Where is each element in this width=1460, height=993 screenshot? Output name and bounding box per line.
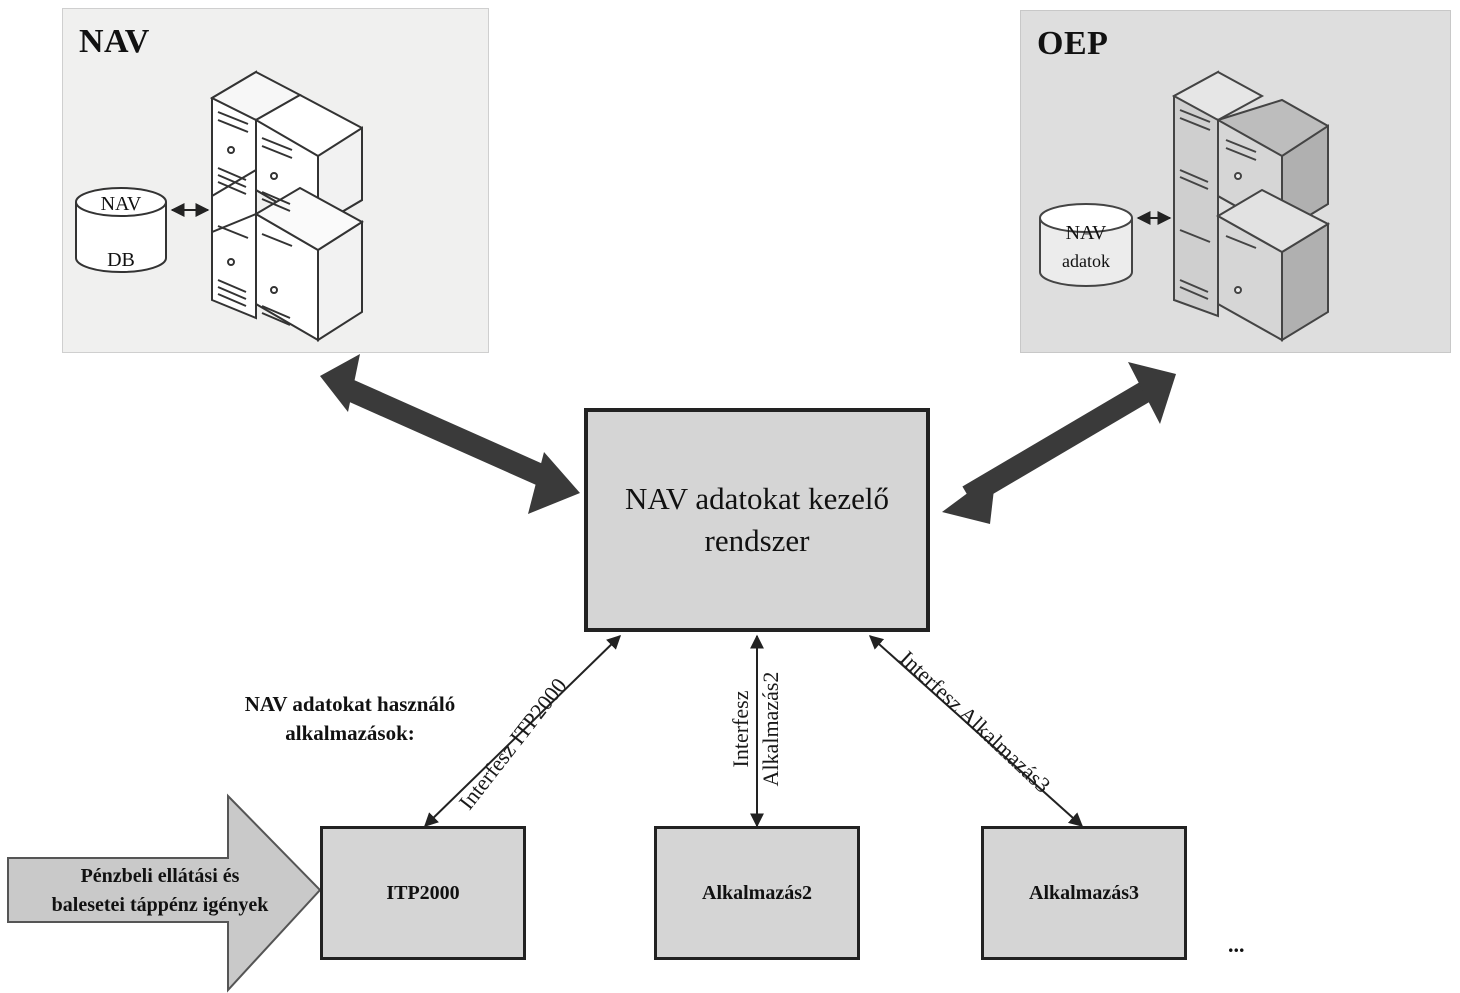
- app-alkalmazas2-box: Alkalmazás2: [654, 826, 860, 960]
- central-system-box: NAV adatokat kezelő rendszer: [584, 408, 930, 632]
- oep-database-icon: [1039, 203, 1133, 287]
- app-alkalmazas2-label: Alkalmazás2: [702, 881, 812, 904]
- double-arrow-icon-right: [942, 362, 1176, 524]
- app-itp2000-box: ITP2000: [320, 826, 526, 960]
- nav-panel-title: NAV: [79, 23, 150, 60]
- nav-database-icon: [75, 187, 167, 273]
- double-arrow-icon-left: [320, 354, 580, 514]
- input-arrow-line2: balesetei táppénz igények: [51, 894, 269, 916]
- oep-panel-title: OEP: [1037, 25, 1109, 62]
- interface-alkalmazas2-label: Interfesz Alkalmazás2: [726, 659, 786, 799]
- central-system-label: NAV adatokat kezelő rendszer: [625, 481, 889, 558]
- apps-label-line2: alkalmazások:: [285, 721, 415, 745]
- app-alkalmazas3-box: Alkalmazás3: [981, 826, 1187, 960]
- alkalmazas3-interface-line: [868, 635, 1084, 827]
- input-arrow-label: Pénzbeli ellátási és balesetei táppénz i…: [10, 862, 310, 920]
- more-apps-ellipsis: ...: [1228, 932, 1245, 957]
- input-arrow-icon: [7, 793, 322, 993]
- oep-server-icon: [1171, 70, 1331, 342]
- app-itp2000-label: ITP2000: [386, 881, 460, 904]
- interface-alkalmazas2-line1: Interfesz: [728, 690, 753, 768]
- oep-db-line1: NAV: [1065, 222, 1107, 244]
- app-alkalmazas3-label: Alkalmazás3: [1029, 881, 1139, 904]
- interface-alkalmazas2-line2: Alkalmazás2: [758, 671, 783, 787]
- itp2000-interface-line: [423, 635, 622, 827]
- nav-server-icon: [209, 70, 364, 342]
- input-arrow-line1: Pénzbeli ellátási és: [80, 865, 240, 887]
- apps-label-line1: NAV adatokat használó: [244, 692, 456, 716]
- oep-db-line2: adatok: [1062, 251, 1110, 271]
- nav-db-line1: NAV: [100, 193, 142, 215]
- apps-section-label: NAV adatokat használó alkalmazások:: [200, 690, 500, 748]
- nav-db-line2: DB: [107, 249, 135, 271]
